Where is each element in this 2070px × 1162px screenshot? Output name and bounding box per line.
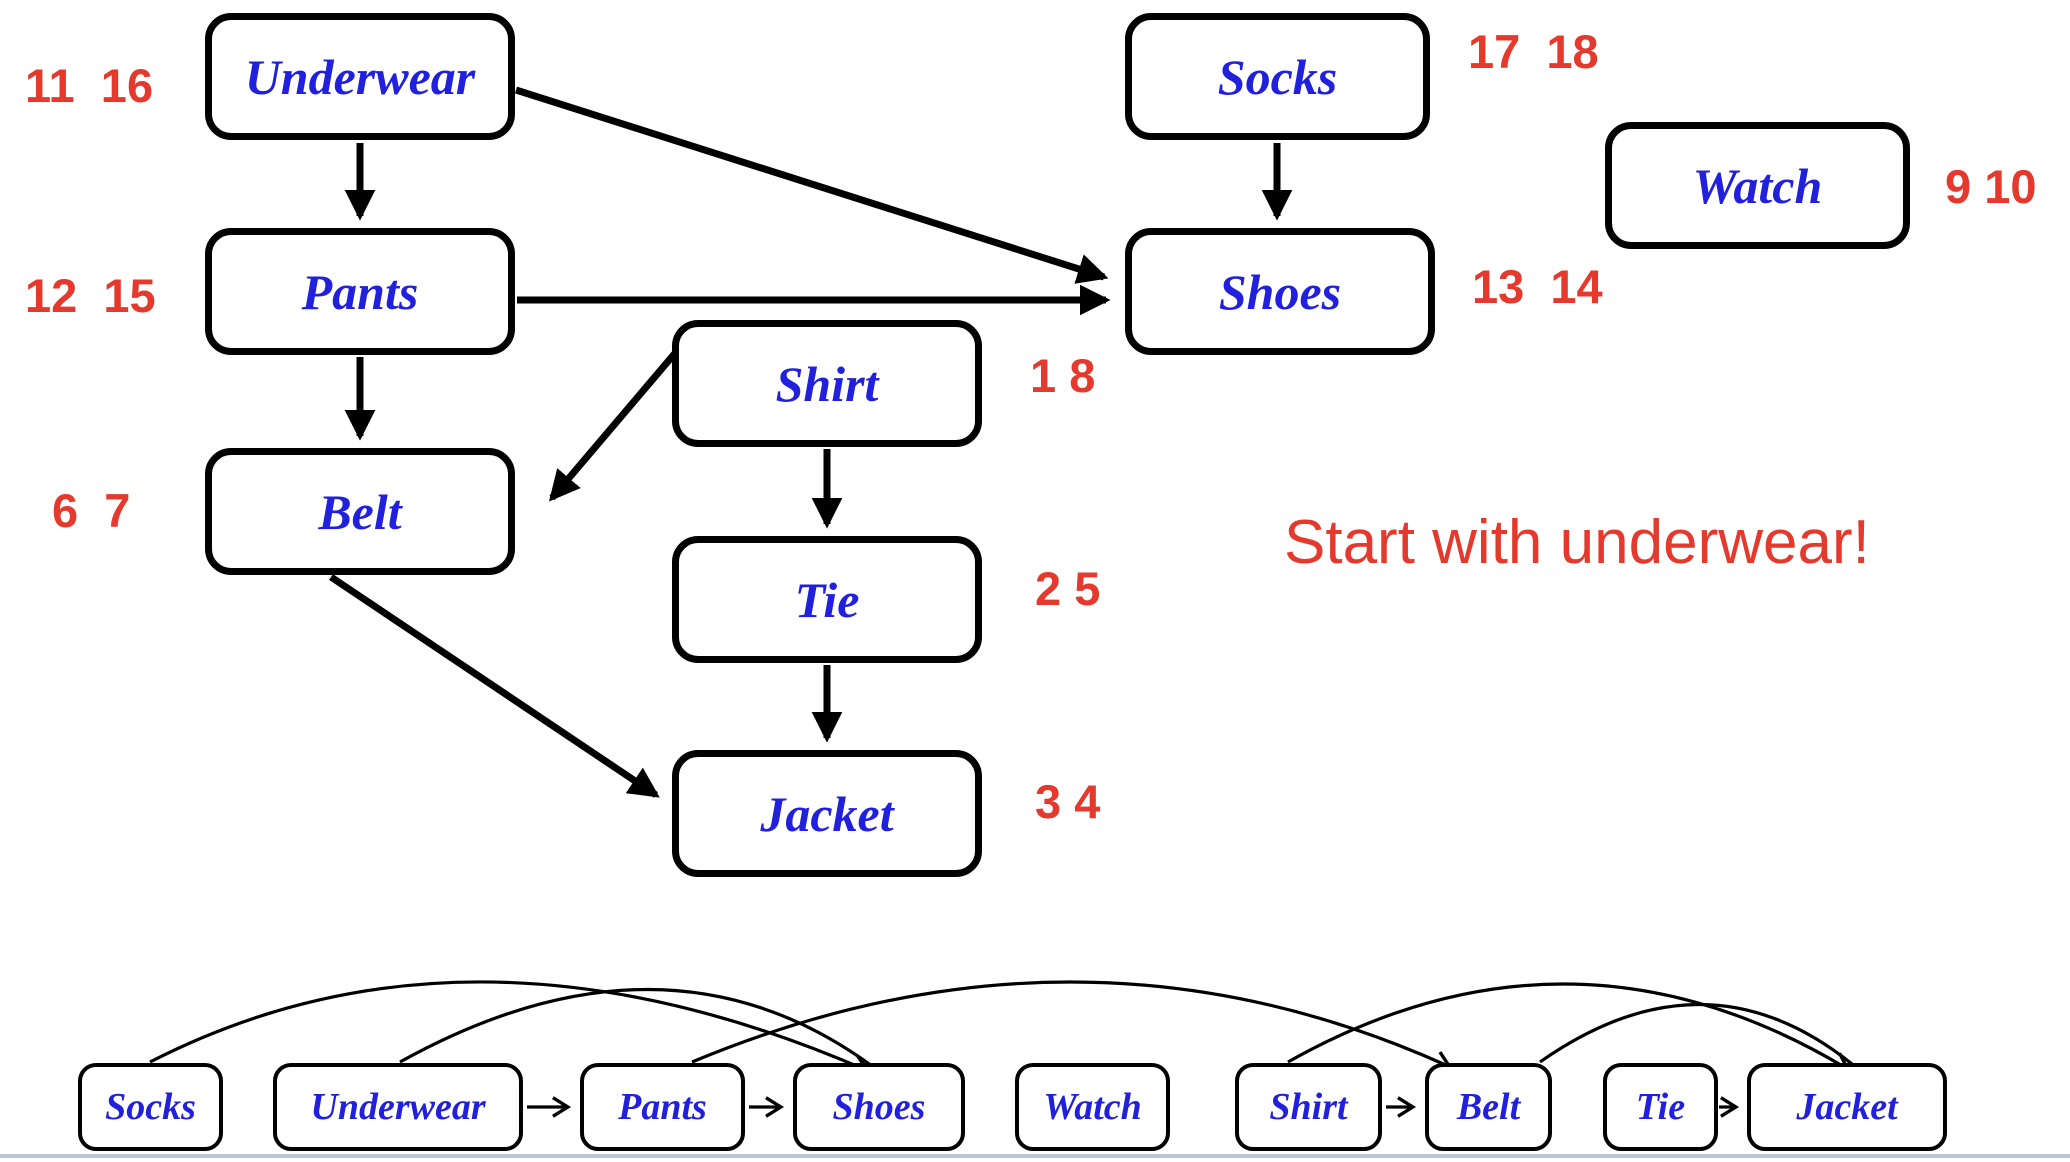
times-watch: 9 10 [1945,160,2037,213]
node-tie-label: Tie [794,571,860,628]
topo-node-belt: Belt [1425,1063,1552,1151]
node-jacket-label: Jacket [760,785,894,842]
node-shoes: Shoes [1125,228,1435,355]
node-watch: Watch [1605,122,1910,249]
topo-node-socks: Socks [78,1063,223,1151]
node-jacket: Jacket [672,750,982,877]
topo-node-underwear-label: Underwear [310,1086,486,1128]
edge-belt-jacket [329,574,660,798]
node-tie: Tie [672,536,982,663]
edge-underwear-shoes [514,86,1109,284]
topo-node-watch-label: Watch [1043,1086,1142,1128]
times-shoes: 13 14 [1472,260,1603,313]
start-with-underwear-note: Start with underwear! [1284,508,1870,577]
topo-arc-underwear-shoes [399,987,873,1068]
slide-footer-rule [0,1154,2070,1158]
topo-node-tie-label: Tie [1635,1086,1686,1128]
edge-shirt-belt [549,349,679,502]
node-pants-label: Pants [301,263,419,320]
topo-arc-pants-belt [691,980,1453,1071]
topo-node-jacket: Jacket [1747,1063,1947,1151]
times-tie: 2 5 [1035,562,1101,615]
topo-node-watch: Watch [1015,1063,1170,1151]
node-underwear: Underwear [205,13,515,140]
topo-node-pants-label: Pants [618,1086,707,1128]
topo-node-shoes: Shoes [793,1063,965,1151]
topo-node-shirt-label: Shirt [1269,1086,1348,1128]
times-underwear: 11 16 [25,59,154,112]
topo-node-socks-label: Socks [105,1086,196,1128]
node-shirt: Shirt [672,320,982,447]
node-shoes-label: Shoes [1218,263,1342,320]
node-belt-label: Belt [318,483,402,540]
times-socks: 17 18 [1468,25,1599,78]
topo-arc-socks-shoes [149,980,871,1076]
topo-node-shirt: Shirt [1235,1063,1382,1151]
times-jacket: 3 4 [1035,775,1101,828]
topo-node-shoes-label: Shoes [832,1086,926,1128]
topo-node-pants: Pants [580,1063,745,1151]
topo-node-belt-label: Belt [1456,1086,1521,1128]
times-shirt: 1 8 [1030,349,1096,402]
node-shirt-label: Shirt [775,355,879,412]
topo-node-jacket-label: Jacket [1796,1086,1898,1128]
node-underwear-label: Underwear [244,48,476,105]
node-pants: Pants [205,228,515,355]
topo-arc-belt-jacket [1539,1002,1854,1066]
node-socks-label: Socks [1217,48,1338,105]
times-belt: 6 7 [52,484,131,537]
times-pants: 12 15 [25,269,156,322]
node-watch-label: Watch [1692,157,1823,214]
node-socks: Socks [1125,13,1430,140]
topo-arc-shirt-jacket [1287,982,1851,1071]
topo-node-underwear: Underwear [273,1063,523,1151]
node-belt: Belt [205,448,515,575]
topo-node-tie: Tie [1603,1063,1718,1151]
